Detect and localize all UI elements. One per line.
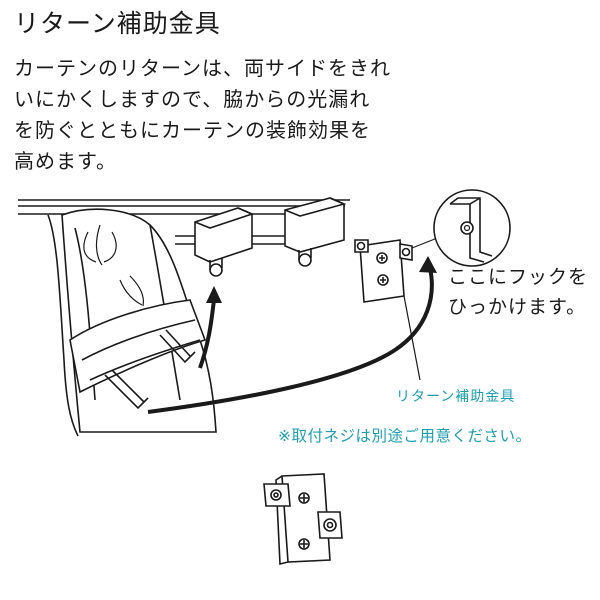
curtain-fabric: [47, 208, 217, 437]
description: カーテンのリターンは、両サイドをきれ いにかくしますので、脇からの光漏れ を防ぐ…: [14, 53, 594, 177]
page-title: リターン補助金具: [14, 9, 221, 38]
description-line: を防ぐとともにカーテンの装飾効果を: [14, 118, 371, 142]
description-line: 高めます。: [14, 149, 117, 173]
part-label-leader: [403, 295, 421, 381]
description-line: いにかくしますので、脇からの光漏れ: [14, 87, 371, 111]
arrow-to-bracket: [147, 256, 437, 414]
description-line: カーテンのリターンは、両サイドをきれ: [14, 56, 391, 80]
hook-note: ここにフックを ひっかけます。: [448, 262, 588, 322]
rail-runner: [284, 197, 347, 267]
bracket-detail: [263, 473, 343, 566]
hook-note-line: ひっかけます。: [448, 296, 587, 318]
arrow-to-runner: [198, 286, 222, 369]
hook-note-line: ここにフックを: [448, 266, 589, 288]
screw-note: ※取付ネジは別途ご用意ください。: [278, 427, 532, 445]
return-bracket: [354, 239, 413, 303]
curtain-hook: [104, 329, 196, 410]
leaf-pattern: [83, 224, 145, 307]
zoom-circle: [411, 189, 511, 267]
rail-runner: [194, 207, 255, 277]
part-label: リターン補助金具: [396, 389, 516, 405]
